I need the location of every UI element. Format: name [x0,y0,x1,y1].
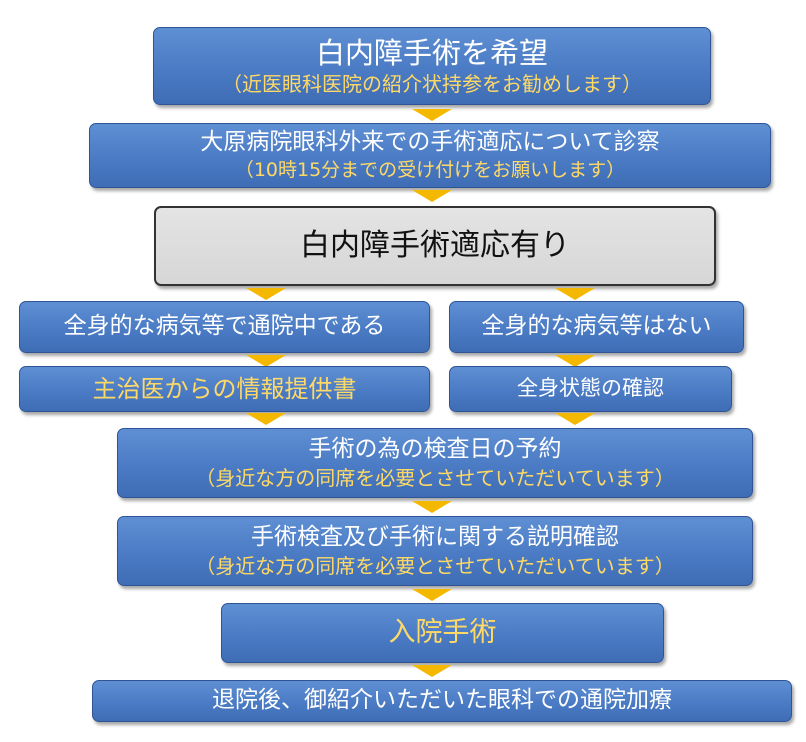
step-wish-title: 白内障手術を希望 [315,35,548,70]
step-under-treatment-title: 全身的な病気等で通院中である [63,313,386,340]
step-surgery-box: 入院手術 [221,603,664,663]
step-wish-note: （近医眼科医院の紹介状持参をお勧めします） [222,72,642,97]
step-no-disease-box: 全身的な病気等はない [449,301,744,353]
step-test-reservation-title: 手術の為の検査日の予約 [308,436,562,463]
step-indicated-title: 白内障手術適応有り [300,228,570,263]
step-test-reservation-note: （身近な方の同席を必要とさせていただいています） [195,465,675,490]
step-under-treatment-box: 全身的な病気等で通院中である [19,301,430,353]
arrow-down-6 [412,665,452,677]
step-test-reservation-box: 手術の為の検査日の予約 （身近な方の同席を必要とさせていただいています） [117,428,753,498]
step-explanation-title: 手術検査及び手術に関する説明確認 [251,524,619,551]
step-exam-note: （10時15分までの受け付けをお願いします） [234,158,626,181]
step-exam-title: 大原病院眼科外来での手術適応について診察 [200,129,660,156]
arrow-down-right-2 [555,355,595,367]
arrow-down-2 [412,190,452,202]
step-explanation-note: （身近な方の同席を必要とさせていただいています） [195,553,675,578]
step-wish-box: 白内障手術を希望 （近医眼科医院の紹介状持参をお勧めします） [153,27,711,105]
arrow-down-4 [412,501,452,513]
step-doctor-info-title: 主治医からの情報提供書 [92,374,357,403]
arrow-down-right-3 [555,413,595,425]
step-condition-check-title: 全身状態の確認 [517,376,664,401]
arrow-down-left-2 [246,355,286,367]
step-surgery-title: 入院手術 [388,616,497,648]
arrow-down-left-3 [246,413,286,425]
step-condition-check-box: 全身状態の確認 [449,366,732,412]
step-after-discharge-box: 退院後、御紹介いただいた眼科での通院加療 [92,680,792,722]
step-indicated-box: 白内障手術適応有り [154,206,716,286]
step-doctor-info-box: 主治医からの情報提供書 [19,366,430,412]
arrow-down-left-1 [246,288,286,300]
step-explanation-box: 手術検査及び手術に関する説明確認 （身近な方の同席を必要とさせていただいています… [117,516,753,586]
arrow-down-right-1 [555,288,595,300]
step-no-disease-title: 全身的な病気等はない [481,313,712,340]
step-exam-box: 大原病院眼科外来での手術適応について診察 （10時15分までの受け付けをお願いし… [89,123,771,188]
arrow-down-1 [412,109,452,121]
arrow-down-5 [412,589,452,601]
step-after-discharge-title: 退院後、御紹介いただいた眼科での通院加療 [212,687,672,714]
